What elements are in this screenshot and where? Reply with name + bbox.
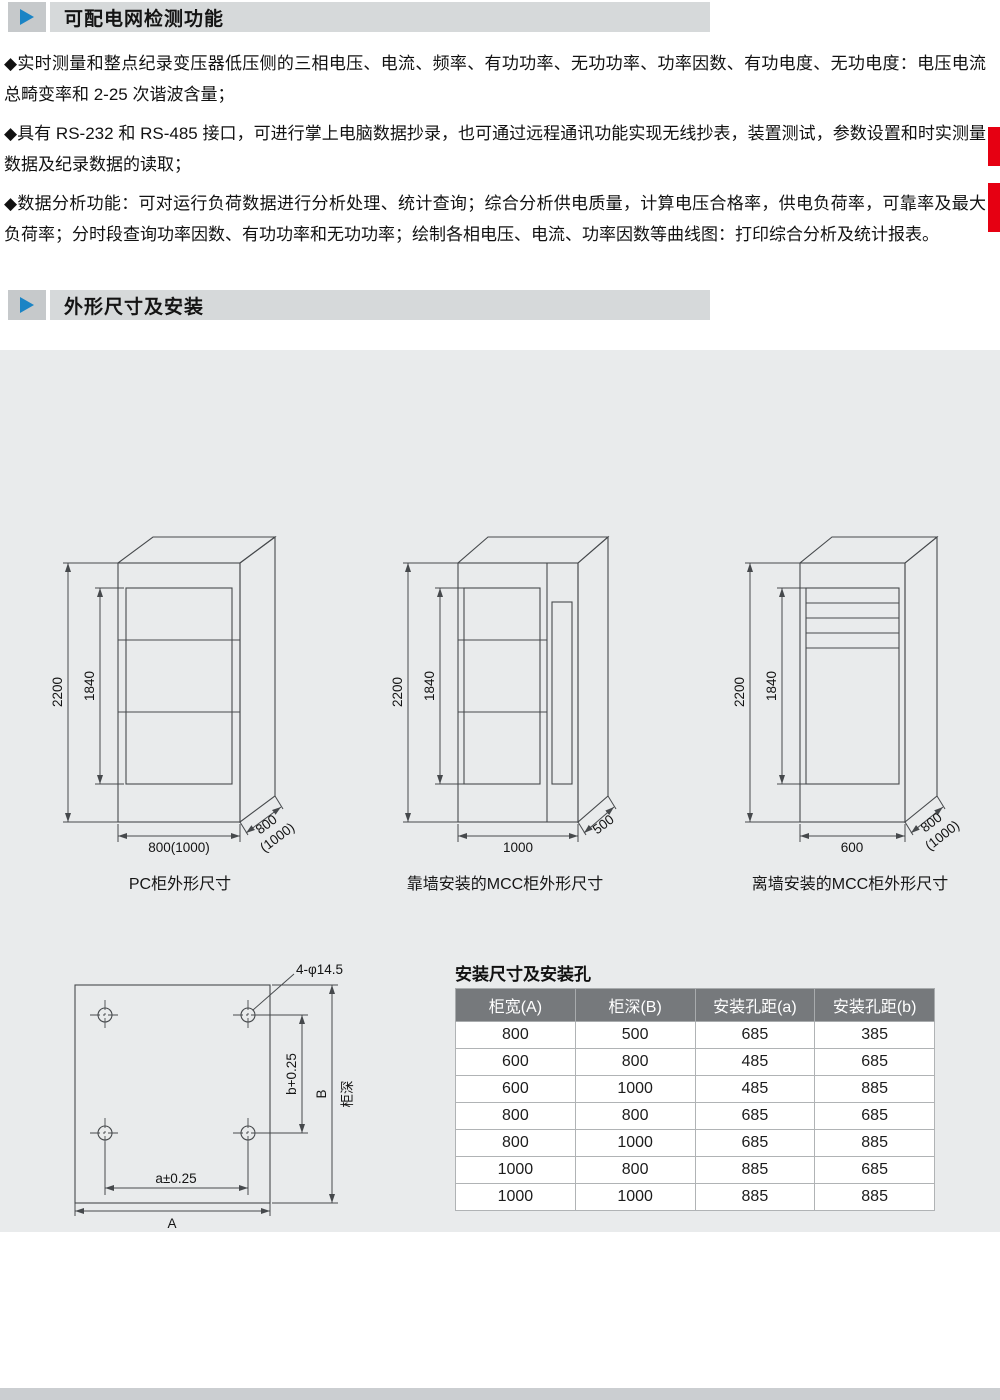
table-cell: 500: [574, 1021, 696, 1049]
pc-cabinet-drawing: 2200 1840 800(1000) 800 (1000): [50, 535, 297, 855]
dim-height-label: 2200: [732, 677, 747, 707]
table-cell: 800: [455, 1021, 576, 1049]
dimension-lines: 4-φ14.5 b+0.25 B 柜深 a±0.25 A: [74, 962, 355, 1231]
table-cell: 800: [455, 1102, 576, 1130]
dimensions-panel: 2200 1840 800(1000) 800 (1000): [0, 350, 1000, 1232]
dim-height-label: 2200: [50, 677, 65, 707]
drawing-caption: PC柜外形尺寸: [128, 876, 232, 893]
section2-title: 外形尺寸及安装: [64, 296, 205, 318]
section1-title: 可配电网检测功能: [64, 8, 225, 30]
section-header-1: 可配电网检测功能: [8, 2, 710, 32]
play-triangle-icon: [20, 9, 34, 25]
dim-a-label: a±0.25: [155, 1171, 196, 1186]
dim-B-label: B: [314, 1089, 329, 1098]
table-cell: 685: [694, 1102, 816, 1130]
dim-inner-height-label: 1840: [422, 671, 437, 701]
mounting-hole-drawing: 4-φ14.5 b+0.25 B 柜深 a±0.25 A: [74, 962, 355, 1231]
table-cell: 485: [694, 1075, 816, 1103]
table-cell: 1000: [574, 1075, 696, 1103]
col-header-hole-b: 安装孔距(b): [814, 988, 935, 1022]
table-cell: 800: [574, 1048, 696, 1076]
table-cell: 685: [814, 1048, 935, 1076]
table-cell: 1000: [455, 1156, 576, 1184]
table-cell: 800: [574, 1156, 696, 1184]
feature-item: ◆实时测量和整点纪录变压器低压侧的三相电压、电流、频率、有功功率、无功功率、功率…: [4, 54, 986, 104]
table-cell: 885: [814, 1075, 935, 1103]
table-cell: 485: [694, 1048, 816, 1076]
section-arrow-icon: [8, 2, 46, 32]
drawing-caption: 离墙安装的MCC柜外形尺寸: [751, 876, 949, 893]
footer-strip: [0, 1388, 1000, 1400]
cabinet-depth-label: 柜深: [340, 1081, 355, 1108]
hole-centerlines: [90, 1000, 263, 1148]
table-cell: 1000: [455, 1183, 576, 1211]
section-title-bar: 可配电网检测功能: [50, 2, 710, 32]
dim-depth-label: 500: [590, 812, 617, 838]
table-cell: 1000: [574, 1183, 696, 1211]
col-header-width-a: 柜宽(A): [455, 988, 576, 1022]
col-header-hole-a: 安装孔距(a): [694, 988, 816, 1022]
table-cell: 385: [814, 1021, 935, 1049]
red-edge-mark: [988, 127, 1000, 166]
red-edge-mark: [988, 183, 1000, 232]
play-triangle-icon: [20, 297, 34, 313]
install-table-title: 安装尺寸及安装孔: [455, 965, 591, 984]
feature-item: ◆数据分析功能：可对运行负荷数据进行分析处理、统计查询；综合分析供电质量，计算电…: [4, 194, 986, 244]
holes-label: 4-φ14.5: [296, 962, 343, 977]
feature-item: ◆具有 RS-232 和 RS-485 接口，可进行掌上电脑数据抄录，也可通过远…: [4, 124, 986, 174]
feature-list: ◆实时测量和整点纪录变压器低压侧的三相电压、电流、频率、有功功率、无功功率、功率…: [4, 48, 986, 258]
cabinet-body: [456, 535, 610, 824]
table-cell: 600: [455, 1075, 576, 1103]
table-cell: 800: [574, 1102, 696, 1130]
dim-b-label: b+0.25: [284, 1053, 299, 1095]
dim-inner-height-label: 1840: [82, 671, 97, 701]
table-cell: 685: [814, 1156, 935, 1184]
section-title-bar: 外形尺寸及安装: [50, 290, 710, 320]
table-cell: 800: [455, 1129, 576, 1157]
dimension-lines: 2200 1840 1000 500: [390, 562, 617, 855]
table-cell: 885: [694, 1183, 816, 1211]
dim-width-label: 1000: [503, 840, 533, 855]
table-cell: 685: [694, 1129, 816, 1157]
dim-inner-height-label: 1840: [764, 671, 779, 701]
table-cell: 685: [694, 1021, 816, 1049]
dimension-lines: 2200 1840 800(1000) 800 (1000): [50, 562, 297, 855]
dim-A-label: A: [167, 1216, 176, 1231]
cabinet-body: [798, 535, 939, 824]
dim-width-label: 600: [841, 840, 864, 855]
table-cell: 600: [455, 1048, 576, 1076]
dim-width-label: 800(1000): [148, 840, 210, 855]
table-cell: 1000: [574, 1129, 696, 1157]
drawing-caption: 靠墙安装的MCC柜外形尺寸: [406, 876, 604, 893]
table-cell: 685: [814, 1102, 935, 1130]
cabinet-body: [116, 535, 277, 824]
mcc-freestanding-cabinet-drawing: 2200 1840 600 800 (1000): [732, 535, 962, 855]
table-cell: 885: [814, 1129, 935, 1157]
dimension-lines: 2200 1840 600 800 (1000): [732, 562, 962, 855]
table-cell: 885: [814, 1183, 935, 1211]
table-cell: 885: [694, 1156, 816, 1184]
col-header-depth-b: 柜深(B): [574, 988, 696, 1022]
dim-height-label: 2200: [390, 677, 405, 707]
table-header-row: 柜宽(A) 柜深(B) 安装孔距(a) 安装孔距(b): [455, 988, 935, 1022]
section-arrow-icon: [8, 290, 46, 320]
mcc-wall-cabinet-drawing: 2200 1840 1000 500: [390, 535, 617, 855]
section-header-2: 外形尺寸及安装: [8, 290, 710, 320]
